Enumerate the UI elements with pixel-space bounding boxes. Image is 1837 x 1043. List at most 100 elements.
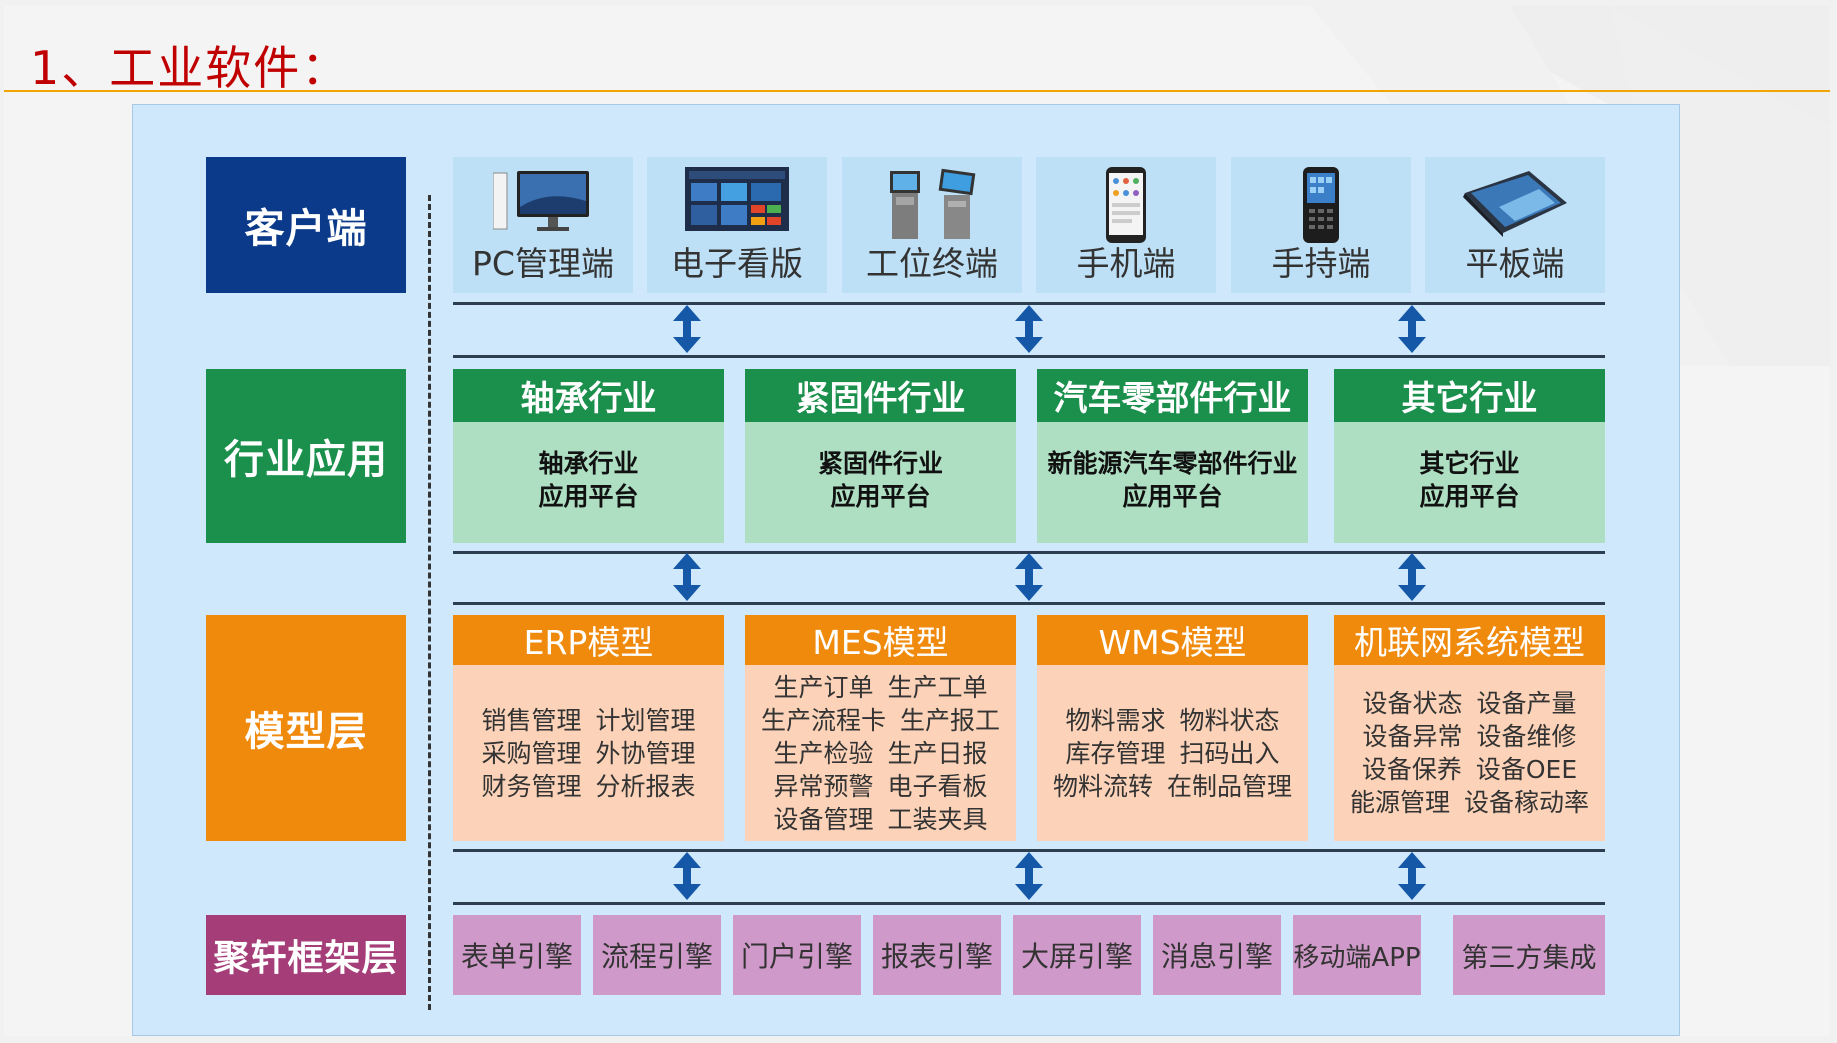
client-label: 电子看版 [671, 244, 803, 283]
separator-line [453, 849, 1605, 852]
client-card-pc: PC管理端 [453, 157, 633, 293]
bidirectional-arrow-icon [1398, 852, 1426, 900]
model-item: 设备维修 [1476, 722, 1577, 751]
model-item: 物料需求 [1065, 705, 1166, 735]
model-card-iot: 机联网系统模型 设备状态设备产量 设备异常设备维修 设备保养设备OEE 能源管理… [1334, 615, 1605, 841]
engine-card-report: 报表引擎 [873, 915, 1001, 995]
industry-card-line: 应用平台 [1122, 482, 1223, 511]
model-item-row: 设备管理工装夹具 [773, 803, 987, 836]
model-item-row: 财务管理分析报表 [481, 770, 695, 803]
client-card-tablet: 平板端 [1425, 157, 1605, 293]
bidirectional-arrow-icon [1015, 553, 1043, 601]
industry-card-other: 其它行业 其它行业 应用平台 [1334, 369, 1605, 543]
engine-card-portal: 门户引擎 [733, 915, 861, 995]
model-item: 生产流程卡 [760, 705, 886, 735]
client-label: 平板端 [1465, 244, 1565, 283]
model-item: 生产工单 [887, 672, 988, 702]
industry-card-line: 应用平台 [830, 482, 931, 511]
slide-title: 1、工业软件： [30, 41, 350, 95]
client-label: 手机端 [1076, 244, 1176, 283]
engine-card-workflow: 流程引擎 [593, 915, 721, 995]
model-item: 计划管理 [595, 705, 696, 735]
industry-card-title: 紧固件行业 [745, 369, 1016, 422]
industry-card-body: 轴承行业 应用平台 [453, 447, 724, 513]
model-card-erp: ERP模型 销售管理计划管理 采购管理外协管理 财务管理分析报表 [453, 615, 724, 841]
model-item-row: 设备保养设备OEE [1362, 753, 1577, 786]
model-item-row: 生产订单生产工单 [773, 671, 987, 704]
engine-card-message: 消息引擎 [1153, 915, 1281, 995]
title-underline [4, 90, 1830, 92]
layer-label-model: 模型层 [206, 615, 406, 841]
bidirectional-arrow-icon [673, 852, 701, 900]
model-card-title: WMS模型 [1037, 615, 1308, 665]
industry-card-auto-parts: 汽车零部件行业 新能源汽车零部件行业 应用平台 [1037, 369, 1308, 543]
client-label: PC管理端 [472, 244, 614, 283]
model-item-row: 销售管理计划管理 [481, 704, 695, 737]
smartphone-icon [1106, 167, 1146, 243]
model-item: 电子看板 [887, 771, 988, 801]
layer-label-client: 客户端 [206, 157, 406, 293]
model-card-title: 机联网系统模型 [1334, 615, 1605, 665]
model-item-row: 物料需求物料状态 [1065, 704, 1279, 737]
model-item: 设备产量 [1476, 689, 1577, 718]
bidirectional-arrow-icon [673, 553, 701, 601]
client-label: 手持端 [1271, 244, 1371, 283]
model-item: 能源管理 [1349, 788, 1450, 817]
engine-card-bigscreen: 大屏引擎 [1013, 915, 1141, 995]
industry-card-line: 紧固件行业 [817, 449, 943, 478]
tablet-icon [1463, 171, 1567, 237]
engine-card-third-party: 第三方集成 [1453, 915, 1605, 995]
model-item: 工装夹具 [887, 804, 988, 834]
client-card-mobile: 手机端 [1036, 157, 1216, 293]
separator-line [453, 902, 1605, 905]
model-item-row: 能源管理设备稼动率 [1350, 786, 1589, 819]
bidirectional-arrow-icon [1398, 305, 1426, 353]
desktop-icon [493, 171, 589, 231]
model-card-title: MES模型 [745, 615, 1016, 665]
industry-card-body: 其它行业 应用平台 [1334, 447, 1605, 513]
industry-card-body: 新能源汽车零部件行业 应用平台 [1037, 447, 1308, 513]
industry-card-line: 新能源汽车零部件行业 [1047, 449, 1298, 478]
model-item: 销售管理 [481, 705, 582, 735]
model-item: 设备稼动率 [1464, 788, 1590, 817]
client-label: 工位终端 [866, 244, 998, 283]
model-item: 生产日报 [887, 738, 988, 768]
model-item: 在制品管理 [1167, 771, 1293, 801]
model-item: 异常预警 [773, 771, 874, 801]
layer-label-framework: 聚轩框架层 [206, 915, 406, 995]
bidirectional-arrow-icon [1398, 553, 1426, 601]
model-item: 物料状态 [1179, 705, 1280, 735]
separator-line [453, 602, 1605, 605]
model-item: 设备状态 [1362, 689, 1463, 718]
kiosk-icon [890, 168, 976, 239]
model-item: 采购管理 [481, 738, 582, 768]
client-card-kiosk: 工位终端 [842, 157, 1022, 293]
model-item-row: 设备状态设备产量 [1362, 687, 1576, 720]
model-item: 设备保养 [1361, 755, 1462, 784]
model-item-row: 物料流转在制品管理 [1053, 770, 1292, 803]
model-card-body: 物料需求物料状态 库存管理扫码出入 物料流转在制品管理 [1037, 665, 1308, 841]
model-item: 库存管理 [1065, 738, 1166, 768]
model-item: 设备管理 [773, 804, 874, 834]
model-item: 财务管理 [481, 771, 582, 801]
architecture-diagram: 客户端 行业应用 模型层 聚轩框架层 PC管理端 [132, 104, 1680, 1036]
bidirectional-arrow-icon [673, 305, 701, 353]
separator-line [453, 355, 1605, 358]
model-item: 生产订单 [773, 672, 874, 702]
model-item: 分析报表 [595, 771, 696, 801]
client-card-dashboard: 电子看版 [647, 157, 827, 293]
model-item: 生产检验 [773, 738, 874, 768]
model-item-row: 设备异常设备维修 [1362, 720, 1576, 753]
model-card-mes: MES模型 生产订单生产工单 生产流程卡生产报工 生产检验生产日报 异常预警电子… [745, 615, 1016, 841]
model-card-body: 生产订单生产工单 生产流程卡生产报工 生产检验生产日报 异常预警电子看板 设备管… [745, 665, 1016, 841]
model-card-body: 销售管理计划管理 采购管理外协管理 财务管理分析报表 [453, 665, 724, 841]
model-item: 外协管理 [595, 738, 696, 768]
model-item: 物料流转 [1052, 771, 1153, 801]
industry-card-title: 轴承行业 [453, 369, 724, 422]
industry-card-line: 应用平台 [538, 482, 639, 511]
model-item: 生产报工 [900, 705, 1001, 735]
industry-card-title: 汽车零部件行业 [1037, 369, 1308, 422]
industry-card-fastener: 紧固件行业 紧固件行业 应用平台 [745, 369, 1016, 543]
model-card-wms: WMS模型 物料需求物料状态 库存管理扫码出入 物料流转在制品管理 [1037, 615, 1308, 841]
model-item: 扫码出入 [1179, 738, 1280, 768]
